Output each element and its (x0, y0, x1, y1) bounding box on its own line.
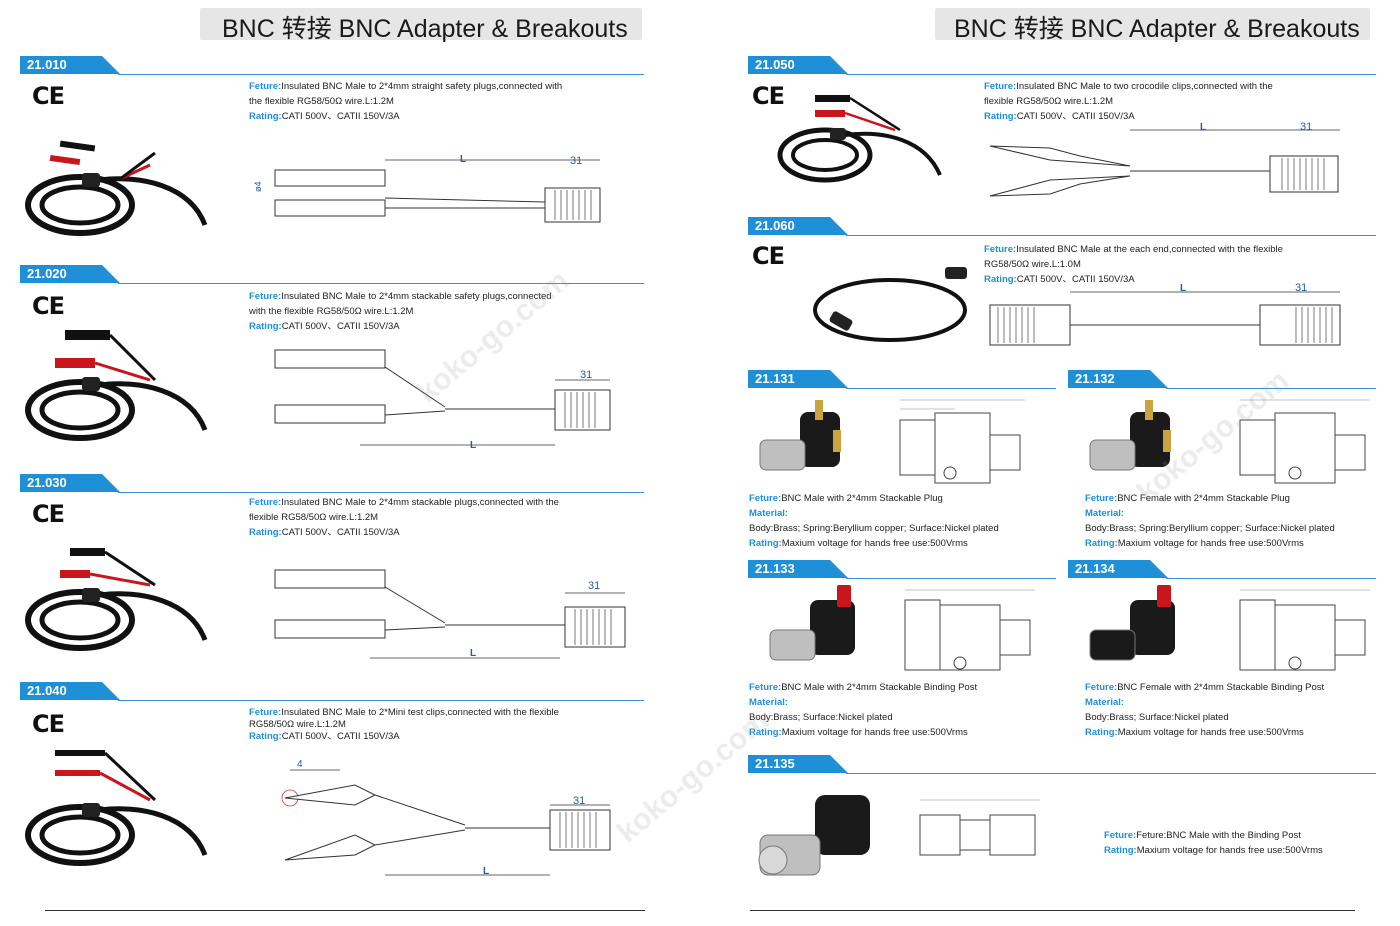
product-photo-21133 (769, 585, 855, 661)
dim-L: L (470, 440, 476, 451)
dim-4: 4 (297, 759, 303, 770)
drawing-21135 (919, 799, 1040, 856)
product-photo-21131 (759, 400, 841, 471)
section-tab-21133: 21.133 (748, 560, 848, 578)
dim-31: 31 (1295, 282, 1307, 294)
dim-31: 31 (1300, 121, 1312, 133)
page-title-right: BNC 转接 BNC Adapter & Breakouts (954, 15, 1360, 43)
product-photo-21132 (1089, 400, 1171, 471)
dim-L: L (1180, 283, 1186, 294)
description-21131: Feture:BNC Male with 2*4mm Stackable Plu… (749, 493, 999, 549)
cable-photo-21040 (25, 750, 208, 866)
section-tab-21020: 21.020 (20, 265, 120, 283)
dim-31: 31 (580, 369, 592, 381)
section-rule (118, 283, 644, 284)
ce-mark: CE (752, 242, 785, 270)
dim-31: 31 (573, 795, 585, 807)
section-rule (846, 578, 1056, 579)
page-title-left: BNC 转接 BNC Adapter & Breakouts (222, 15, 628, 43)
section-tab-21135: 21.135 (748, 755, 848, 773)
description-21135: Feture:Feture:BNC Male with the Binding … (1104, 830, 1323, 856)
description-21060: Feture:Insulated BNC Male at the each en… (984, 244, 1283, 285)
cable-photo-21010 (25, 140, 208, 236)
description-21133: Feture:BNC Male with 2*4mm Stackable Bin… (749, 682, 978, 738)
ce-mark: CE (752, 82, 785, 110)
title-bar-right (935, 8, 1370, 40)
section-tab-21132: 21.132 (1068, 370, 1168, 388)
right-page: BNC 转接 BNC Adapter & Breakouts 21.050 CE… (700, 0, 1400, 926)
section-rule (846, 235, 1376, 236)
dim-L: L (483, 866, 489, 877)
section-rule (846, 388, 1056, 389)
ce-mark: CE (32, 710, 65, 738)
drawing-21010: L 31 ø4 (253, 154, 601, 223)
dim-L: L (470, 648, 476, 659)
drawing-21050: L 31 (989, 121, 1340, 197)
dim-d4: ø4 (253, 181, 263, 192)
section-rule (1166, 578, 1376, 579)
description-21010: Feture:Insulated BNC Male to 2*4mm strai… (249, 81, 563, 122)
cable-photo-21020 (25, 330, 208, 441)
dim-L: L (1200, 122, 1206, 133)
dim-31: 31 (588, 580, 600, 592)
drawing-21040: 4 31 L (281, 759, 611, 877)
page-bottom-rule (750, 910, 1355, 911)
section-rule (118, 492, 644, 493)
description-21030: Feture:Insulated BNC Male to 2*4mm stack… (249, 497, 559, 538)
section-rule (118, 74, 644, 75)
page-bottom-rule (45, 910, 645, 911)
ce-mark: CE (32, 292, 65, 320)
section-rule (846, 773, 1376, 774)
description-21020: Feture:Insulated BNC Male to 2*4mm stack… (249, 291, 552, 332)
ce-mark: CE (32, 82, 65, 110)
drawing-21134 (1239, 589, 1370, 671)
section-tab-21010: 21.010 (20, 56, 120, 74)
description-21132: Feture:BNC Female with 2*4mm Stackable P… (1085, 493, 1335, 549)
title-bar-left (200, 8, 642, 40)
section-tab-21060: 21.060 (748, 217, 848, 235)
section-rule (118, 700, 644, 701)
drawing-21020: 31 L (274, 349, 611, 451)
drawing-21060: L 31 (989, 282, 1341, 346)
cable-photo-21050 (777, 95, 942, 183)
left-page: BNC 转接 BNC Adapter & Breakouts 21.010 CE… (20, 8, 645, 911)
section-rule (1166, 388, 1376, 389)
section-tab-21050: 21.050 (748, 56, 848, 74)
product-photo-21135 (758, 795, 870, 876)
section-rule (846, 74, 1376, 75)
dim-31: 31 (570, 155, 582, 167)
drawing-21132 (1239, 399, 1370, 484)
section-tab-21030: 21.030 (20, 474, 120, 492)
cable-photo-21030 (25, 548, 208, 651)
drawing-21030: 31 L (274, 569, 626, 659)
drawing-21133 (904, 589, 1035, 671)
section-tab-21131: 21.131 (748, 370, 848, 388)
description-21040: Feture:Insulated BNC Male to 2*Mini test… (249, 707, 559, 742)
cable-photo-21060 (813, 267, 967, 342)
section-tab-21134: 21.134 (1068, 560, 1168, 578)
dim-L: L (460, 154, 466, 165)
description-21134: Feture:BNC Female with 2*4mm Stackable B… (1085, 682, 1325, 738)
ce-mark: CE (32, 500, 65, 528)
section-tab-21040: 21.040 (20, 682, 120, 700)
product-photo-21134 (1089, 585, 1175, 661)
description-21050: Feture:Insulated BNC Male to two crocodi… (984, 81, 1273, 122)
drawing-21131 (899, 399, 1025, 484)
